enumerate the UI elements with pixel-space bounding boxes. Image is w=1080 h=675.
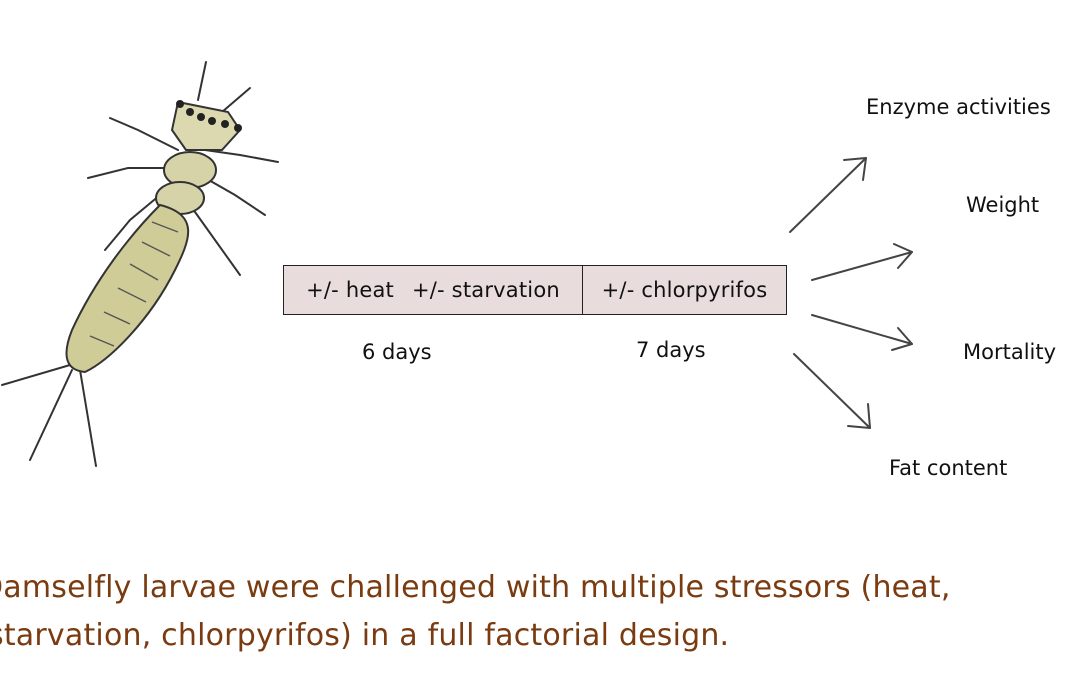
treatment-timeline: +/- heat +/- starvation +/- chlorpyrifos <box>283 265 787 315</box>
chlorpyrifos-treatment-label: +/- chlorpyrifos <box>602 278 768 302</box>
phase-1-box: +/- heat +/- starvation <box>284 266 583 314</box>
outcome-fat-content: Fat content <box>889 456 1007 480</box>
starvation-treatment-label: +/- starvation <box>412 278 560 302</box>
outcome-enzyme-activities: Enzyme activities <box>866 95 1051 119</box>
phase-2-box: +/- chlorpyrifos <box>583 266 786 314</box>
outcome-mortality: Mortality <box>963 340 1056 364</box>
outcome-arrows <box>770 140 940 440</box>
heat-treatment-label: +/- heat <box>306 278 394 302</box>
arrow-to-mortality <box>812 315 912 350</box>
phase-1-duration: 6 days <box>362 340 432 364</box>
arrow-to-fat-content <box>794 354 870 428</box>
phase-2-duration: 7 days <box>636 338 706 362</box>
outcome-weight: Weight <box>966 193 1039 217</box>
arrow-to-weight <box>812 244 912 280</box>
damselfly-larva-illustration <box>0 0 300 480</box>
arrow-to-enzyme-activities <box>790 158 866 232</box>
caption-line-1: Damselfly larvae were challenged with mu… <box>0 570 951 605</box>
caption-line-2: starvation, chlorpyrifos) in a full fact… <box>0 618 729 653</box>
